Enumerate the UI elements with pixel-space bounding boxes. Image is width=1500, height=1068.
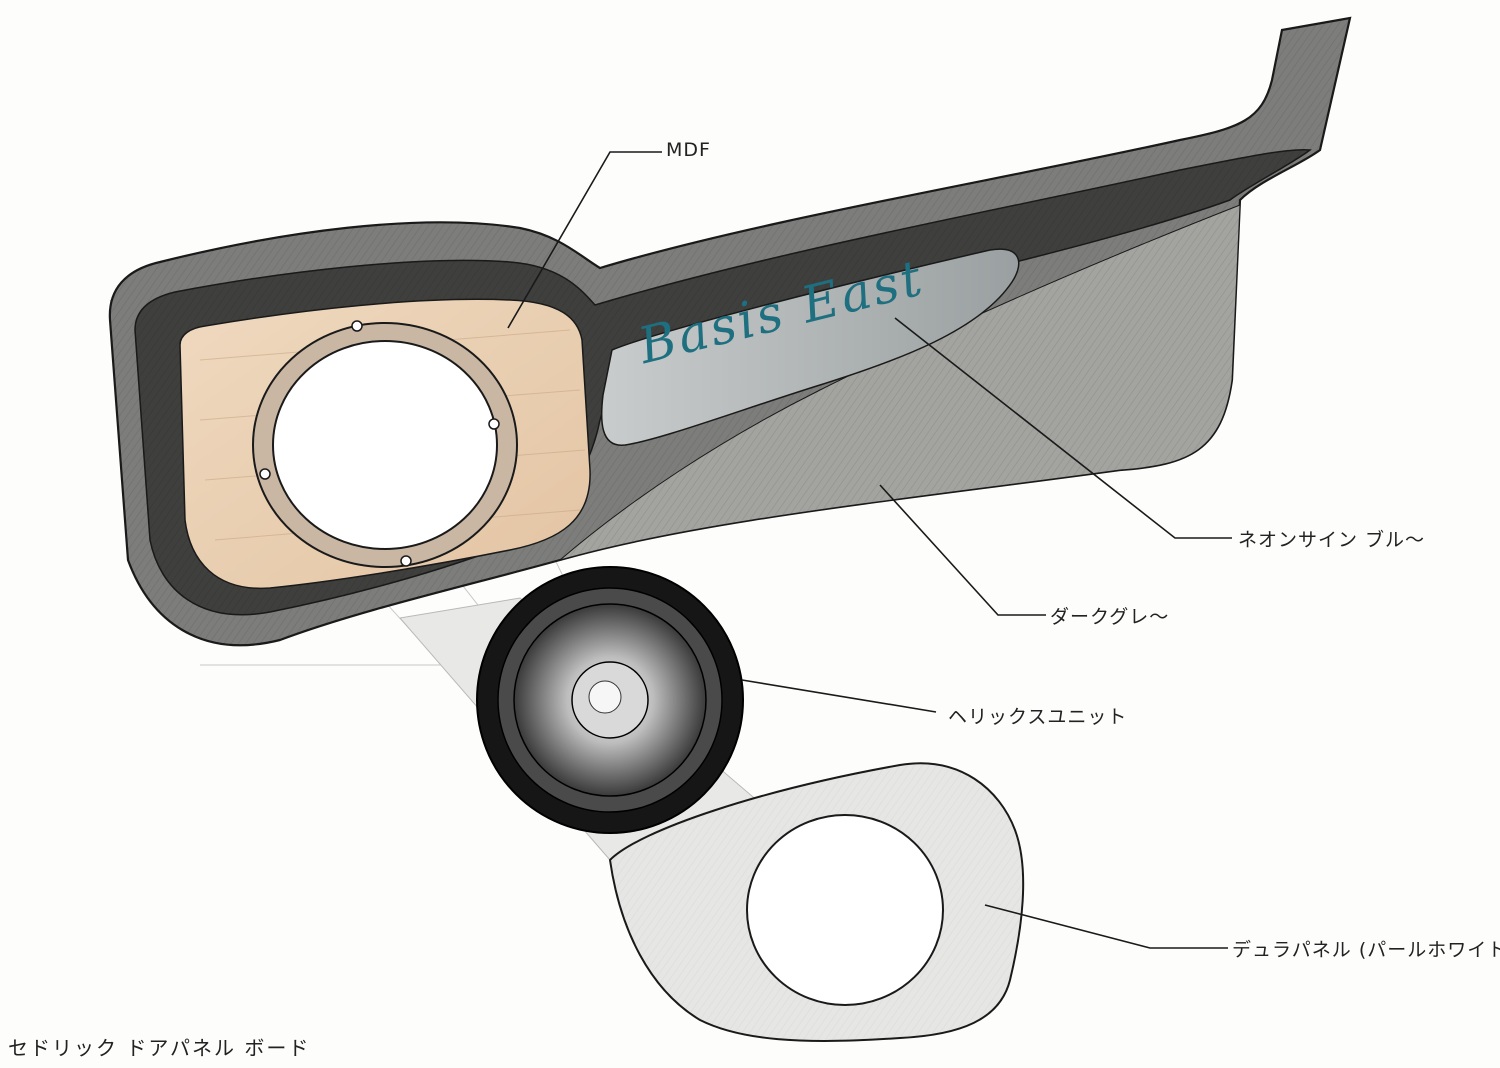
leader-neon-blue xyxy=(894,317,1232,539)
logo-inlay xyxy=(600,248,1020,446)
leader-dura-panel xyxy=(984,904,1228,949)
label-dura-panel: デュラパネル (パールホワイト) xyxy=(1232,939,1500,961)
label-helix-unit: ヘリックスユニット xyxy=(948,706,1128,728)
label-mdf: MDF xyxy=(666,139,711,161)
leader-mdf xyxy=(507,151,662,329)
door-panel-board xyxy=(108,16,1352,647)
sketch-caption: セドリック ドアパネル ボード xyxy=(8,1036,311,1060)
leader-dark-gray xyxy=(879,484,1046,616)
label-neon-blue: ネオンサイン ブル～ xyxy=(1238,529,1426,551)
callout-leaders xyxy=(507,151,1232,949)
ring-screws xyxy=(259,320,500,567)
helix-speaker-unit xyxy=(476,566,744,834)
label-dark-gray: ダークグレ～ xyxy=(1050,606,1170,628)
dura-panel xyxy=(608,762,1025,1042)
speaker-ring-inner xyxy=(272,340,498,550)
leader-helix-unit xyxy=(741,679,937,713)
